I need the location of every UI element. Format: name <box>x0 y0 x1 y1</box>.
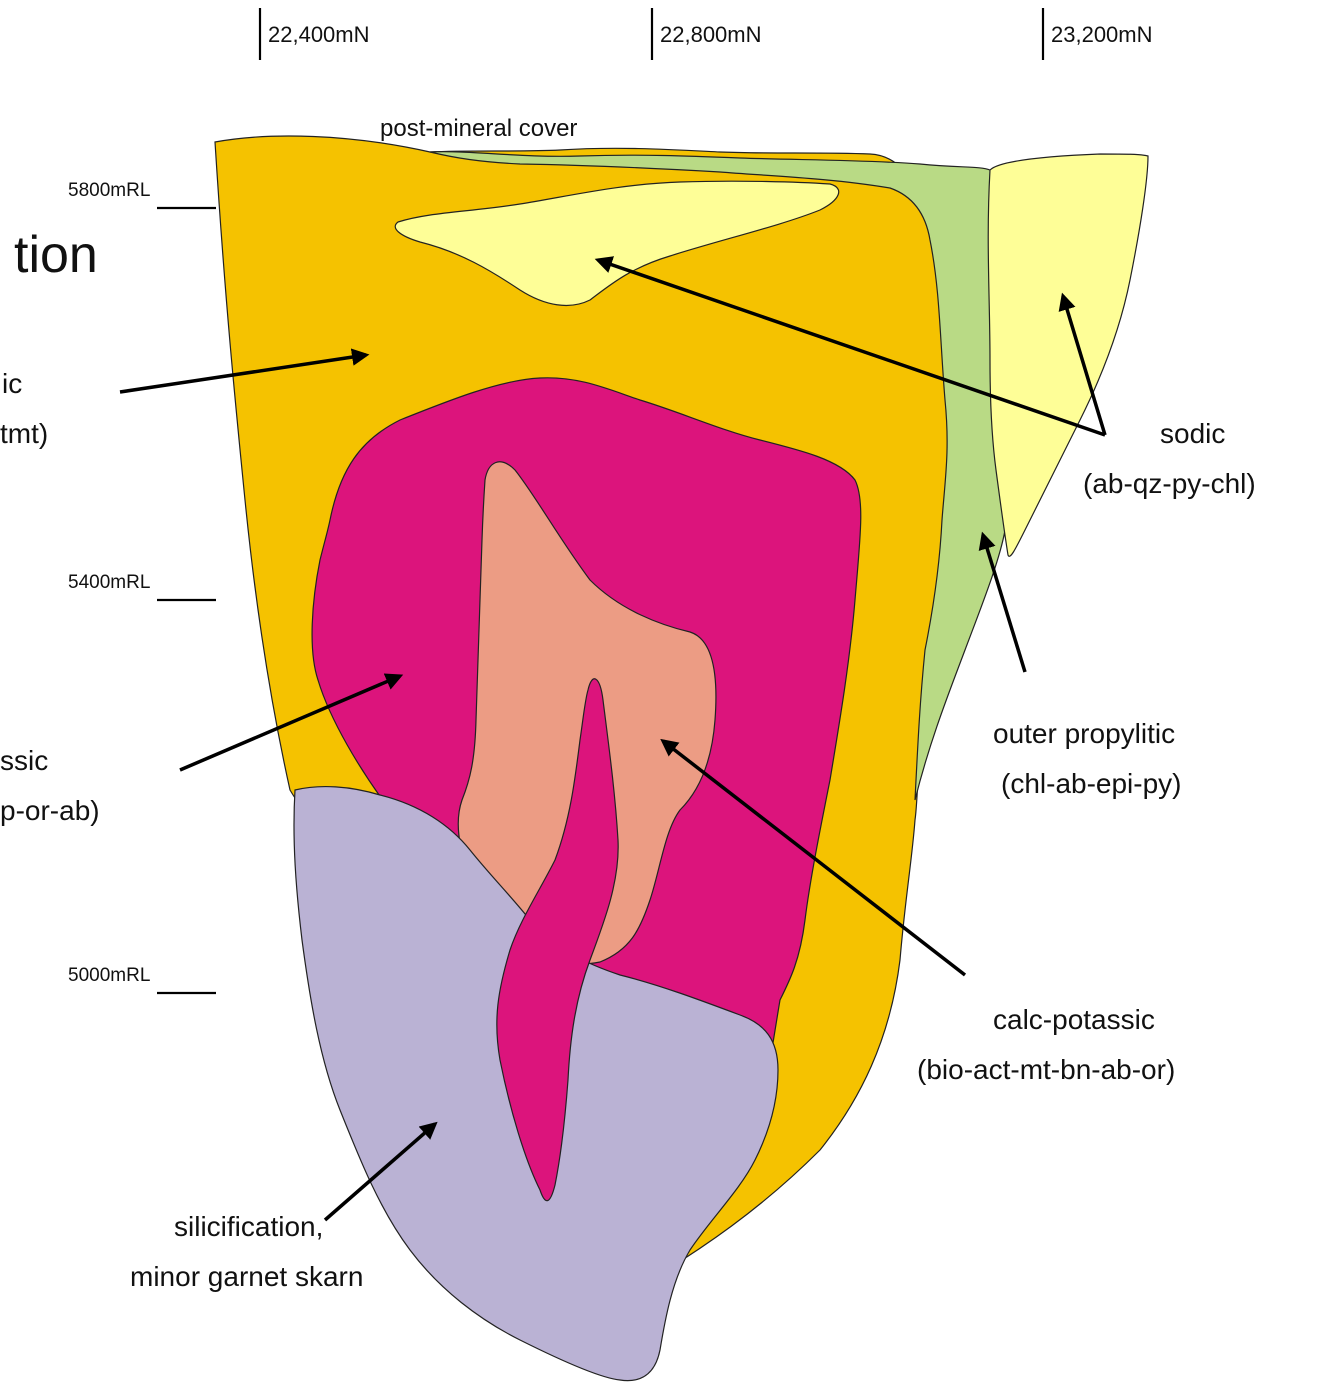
title-fragment: tion <box>14 226 98 284</box>
label-sodic-line2: (ab-qz-py-chl) <box>1083 468 1256 499</box>
label-silicification-line2: minor garnet skarn <box>130 1261 363 1292</box>
label-outer-propylitic-line2: (chl-ab-epi-py) <box>1001 768 1182 799</box>
label-potassic-inner-line1: ssic <box>0 745 48 776</box>
label-calc-potassic-line2: (bio-act-mt-bn-ab-or) <box>917 1054 1175 1085</box>
label-potassic-inner-line2: p-or-ab) <box>0 795 100 826</box>
elevation-ticks <box>157 208 216 993</box>
northing-label-22800: 22,800mN <box>660 22 762 47</box>
elevation-label-5000: 5000mRL <box>68 965 150 986</box>
arrow-outer-propylitic <box>983 535 1025 672</box>
label-sodic-line1: sodic <box>1160 418 1225 449</box>
elevation-label-5800: 5800mRL <box>68 180 150 201</box>
cover-label: post-mineral cover <box>380 115 577 142</box>
northing-label-23200: 23,200mN <box>1051 22 1153 47</box>
label-silicification-line1: silicification, <box>174 1211 323 1242</box>
northing-ticks <box>260 8 1043 60</box>
label-outer-propylitic-line1: outer propylitic <box>993 718 1175 749</box>
label-potassic-outer-line2: tmt) <box>0 418 48 449</box>
elevation-label-5400: 5400mRL <box>68 572 150 593</box>
label-potassic-outer-line1: ic <box>2 368 22 399</box>
label-calc-potassic-line1: calc-potassic <box>993 1004 1155 1035</box>
northing-label-22400: 22,400mN <box>268 22 370 47</box>
